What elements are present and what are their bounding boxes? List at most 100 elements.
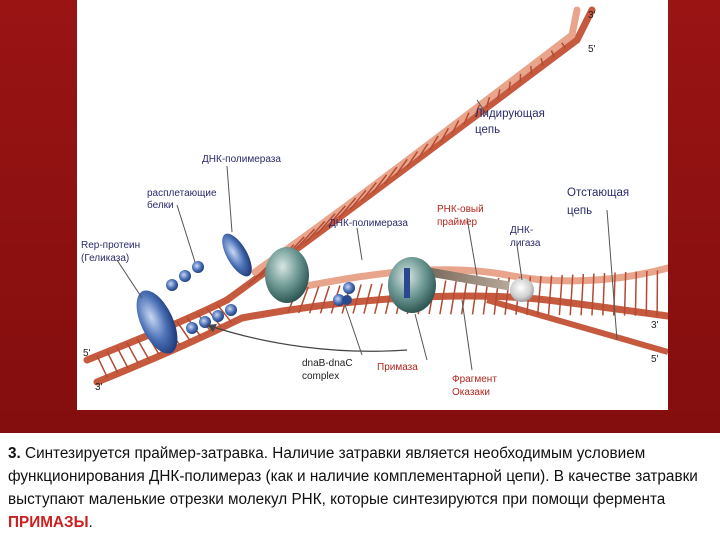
label-dna-polymerase-mid: ДНК-полимераза: [329, 218, 408, 229]
base-pair-rung: [602, 272, 606, 316]
label-okazaki-2: Оказаки: [452, 387, 490, 398]
label-dnab-complex-1: dnaB-dnaC: [302, 358, 353, 369]
base-pair-rung: [176, 321, 191, 342]
base-pair-rung: [561, 42, 567, 49]
dnab-bead: [342, 295, 352, 305]
label-primase: Примаза: [377, 362, 418, 373]
base-pair-rung: [315, 213, 336, 236]
base-pair-rung: [474, 104, 481, 117]
label-ssb-1: расплетающие: [147, 188, 217, 199]
base-pair-rung: [547, 275, 553, 316]
label-dnab-complex-2: complex: [302, 371, 339, 382]
caption-body: Синтезируется праймер-затравка. Наличие …: [8, 445, 698, 508]
base-pair-rung: [440, 127, 450, 142]
ssb-bead: [212, 310, 224, 322]
base-pair-rung: [395, 158, 408, 176]
label-rna-primer-2: праймер: [437, 217, 478, 228]
label-ssb-2: белки: [147, 199, 174, 211]
base-pair-rung: [349, 189, 367, 210]
ligase-protein: [510, 278, 534, 302]
base-pair-rung: [496, 89, 501, 100]
base-pair-rung: [136, 338, 150, 360]
dnab-bead: [343, 282, 355, 294]
base-pair-rung: [372, 174, 388, 193]
ssb-bead: [186, 322, 198, 334]
base-pair-rung: [508, 81, 511, 91]
dna-polymerase-top-protein: [222, 233, 252, 277]
label-leading-strand-2: цепь: [475, 124, 500, 136]
base-pair-rung: [338, 197, 357, 219]
base-pair-rung: [580, 273, 585, 316]
ssb-bead: [166, 279, 178, 291]
primase-stripe: [404, 268, 410, 298]
base-pair-rung: [363, 283, 373, 314]
base-pair-rung: [634, 271, 637, 316]
label-leading-strand-1: Лидирующая: [475, 108, 545, 120]
base-pair-rung: [417, 143, 429, 159]
base-pair-rung: [293, 228, 316, 253]
base-pair-rung: [591, 273, 595, 316]
base-pair-rung: [645, 270, 648, 316]
base-pair-rung: [612, 272, 616, 316]
ssb-bead: [192, 261, 204, 273]
label-5prime-top: 5': [588, 44, 596, 55]
base-pair-rung: [304, 220, 326, 244]
helicase-protein: [136, 290, 178, 354]
base-pair-rung: [361, 182, 377, 202]
base-pair-rung: [216, 303, 233, 324]
caption-text: 3. Синтезируется праймер-затравка. Налич…: [8, 442, 708, 534]
base-pair-rung: [126, 342, 140, 365]
rna-primer-segment: [428, 267, 510, 291]
base-pair-rung: [383, 166, 398, 185]
base-pair-rung: [106, 351, 119, 374]
base-pair-rung: [623, 271, 627, 316]
caption-number: 3.: [8, 445, 21, 462]
label-rna-primer-1: РНК-овый: [437, 204, 484, 215]
base-pair-rung: [550, 50, 556, 58]
ssb-bead: [225, 304, 237, 316]
label-3prime-left: 3': [95, 382, 103, 393]
label-lagging-strand-1: Отстающая: [567, 187, 629, 199]
base-pair-rung: [298, 286, 309, 314]
dnab-bead: [333, 294, 345, 306]
base-pair-rung: [462, 112, 470, 125]
label-5prime-left: 5': [83, 348, 91, 359]
dna-replication-figure: 3' 5' Лидирующая цепь Отстающая цепь ДНК…: [77, 0, 668, 410]
base-pair-rung: [406, 151, 419, 168]
label-lagging-strand-2: цепь: [567, 205, 592, 217]
movement-arrow: [206, 324, 408, 352]
base-pair-rung: [540, 58, 544, 66]
caption-highlight: ПРИМАЗЫ: [8, 514, 89, 531]
caption-end: .: [88, 514, 93, 531]
base-pair-rung: [530, 65, 533, 74]
dna-polymerase-mid-protein: [265, 247, 309, 303]
label-dna-ligase-1: ДНК-: [510, 225, 533, 236]
label-rep-protein-1: Rep-протеин: [81, 240, 140, 251]
base-pair-rung: [374, 283, 383, 314]
base-pair-rung: [471, 278, 479, 315]
label-okazaki-1: Фрагмент: [452, 374, 497, 385]
base-pair-rung: [450, 279, 458, 315]
base-pair-rung: [327, 205, 346, 227]
label-dna-ligase-2: лигаза: [510, 238, 541, 249]
primase-protein: [388, 257, 436, 313]
base-pair-rung: [319, 285, 331, 314]
base-pair-rung: [451, 120, 460, 134]
base-pair-rung: [439, 280, 447, 315]
base-pair-rung: [429, 135, 439, 151]
base-pair-rung: [485, 96, 491, 108]
base-pair-rung: [460, 279, 468, 315]
pointer-lines: [116, 99, 618, 371]
movement-arrowhead: [207, 324, 217, 332]
label-5prime-right: 5': [651, 354, 659, 365]
base-pair-rung: [569, 274, 574, 316]
ssb-bead: [179, 270, 191, 282]
base-pair-rung: [308, 286, 320, 314]
base-pair-rung: [96, 355, 109, 378]
label-3prime-right: 3': [651, 320, 659, 331]
label-3prime-top: 3': [588, 10, 596, 21]
base-pair-rung: [352, 284, 362, 314]
base-pair-rung: [116, 346, 129, 369]
diagram-labels: 3' 5' Лидирующая цепь Отстающая цепь ДНК…: [81, 10, 659, 398]
label-dna-polymerase-top: ДНК-полимераза: [202, 154, 281, 165]
